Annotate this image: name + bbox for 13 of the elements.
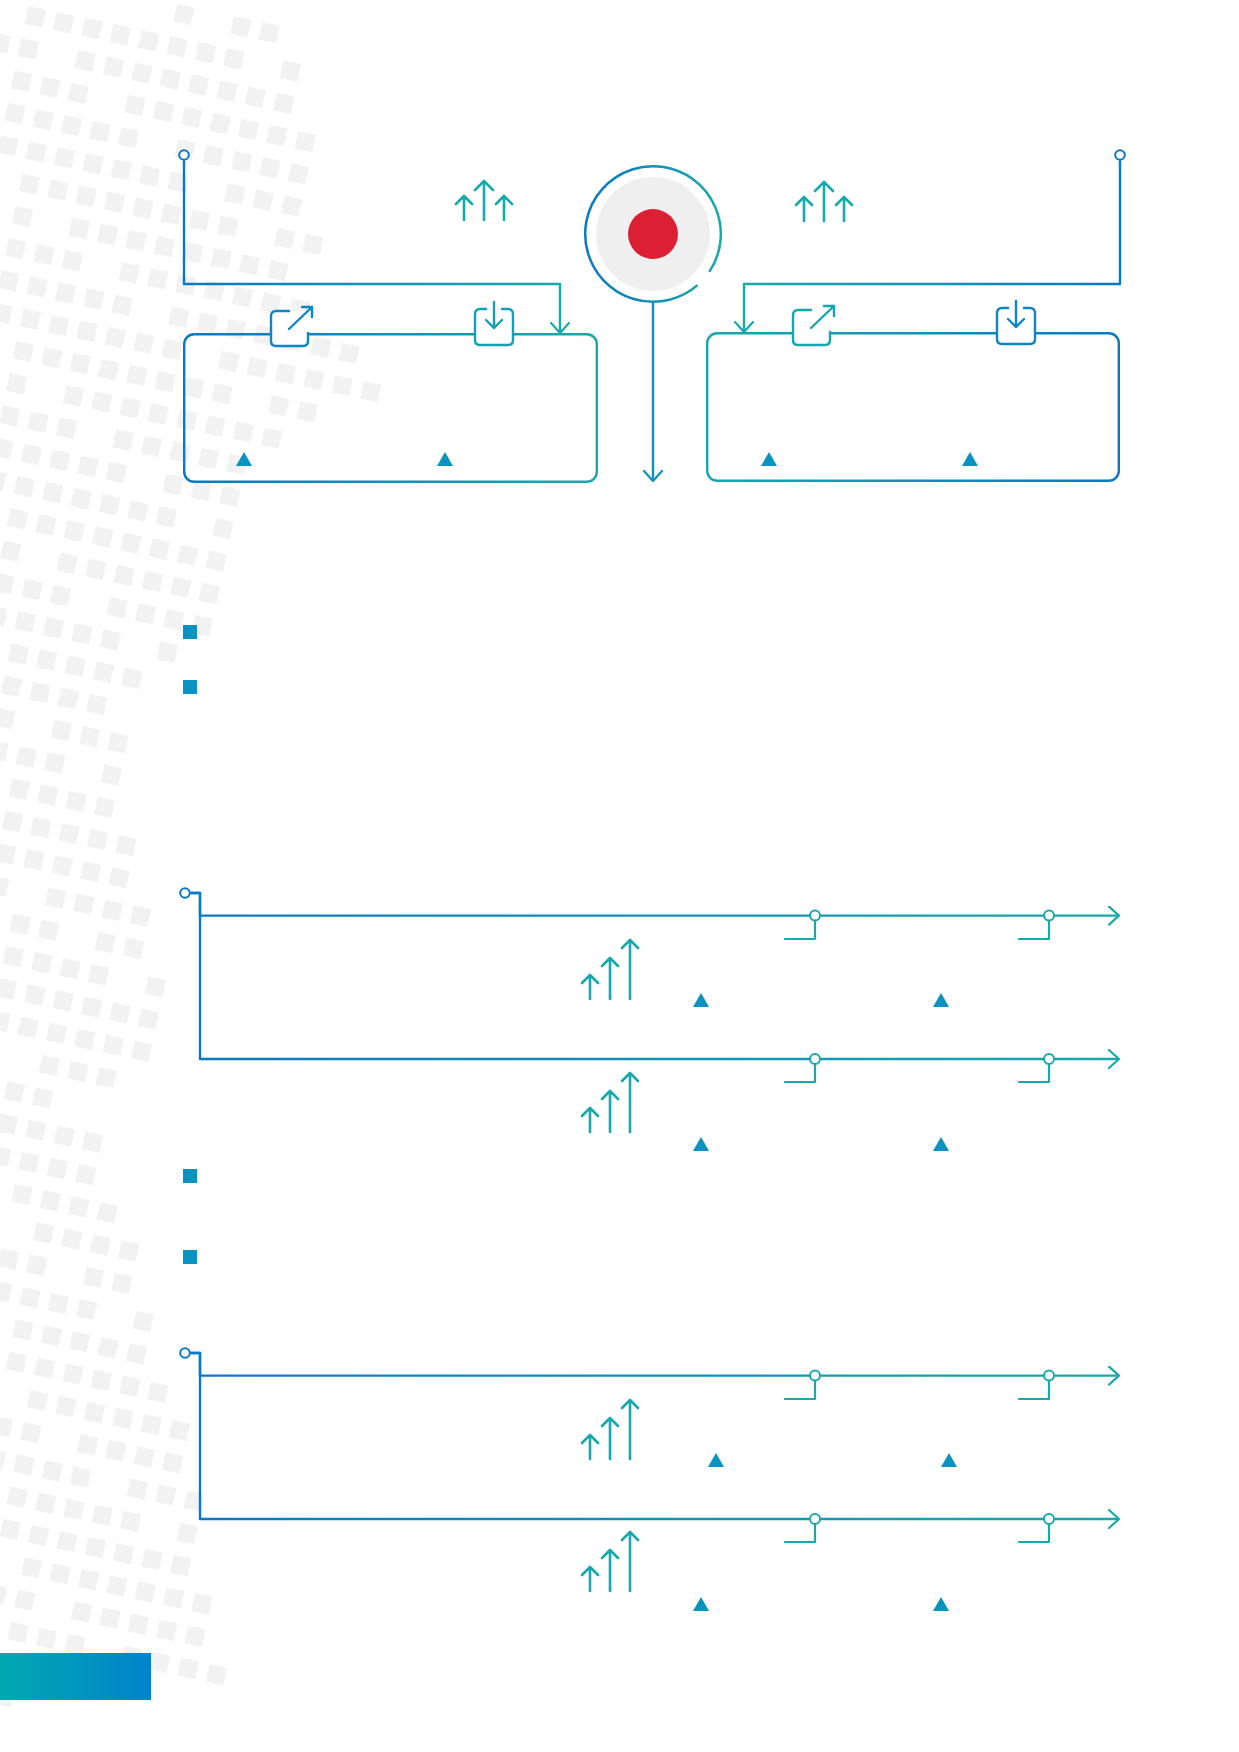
rounded-box <box>706 332 1120 482</box>
connector-arrow <box>182 160 571 335</box>
terminal-circle <box>1114 149 1126 161</box>
arrow-line <box>190 1351 1121 1530</box>
gradient-bar <box>0 1653 151 1700</box>
connector-arrow <box>733 160 1122 334</box>
terminal-circle <box>178 149 190 161</box>
arrow <box>642 302 664 483</box>
target-circle <box>584 165 722 303</box>
terminal-circle <box>179 1347 191 1359</box>
arrow-line <box>190 891 1121 1070</box>
rounded-box <box>183 333 598 483</box>
terminal-circle <box>179 887 191 899</box>
